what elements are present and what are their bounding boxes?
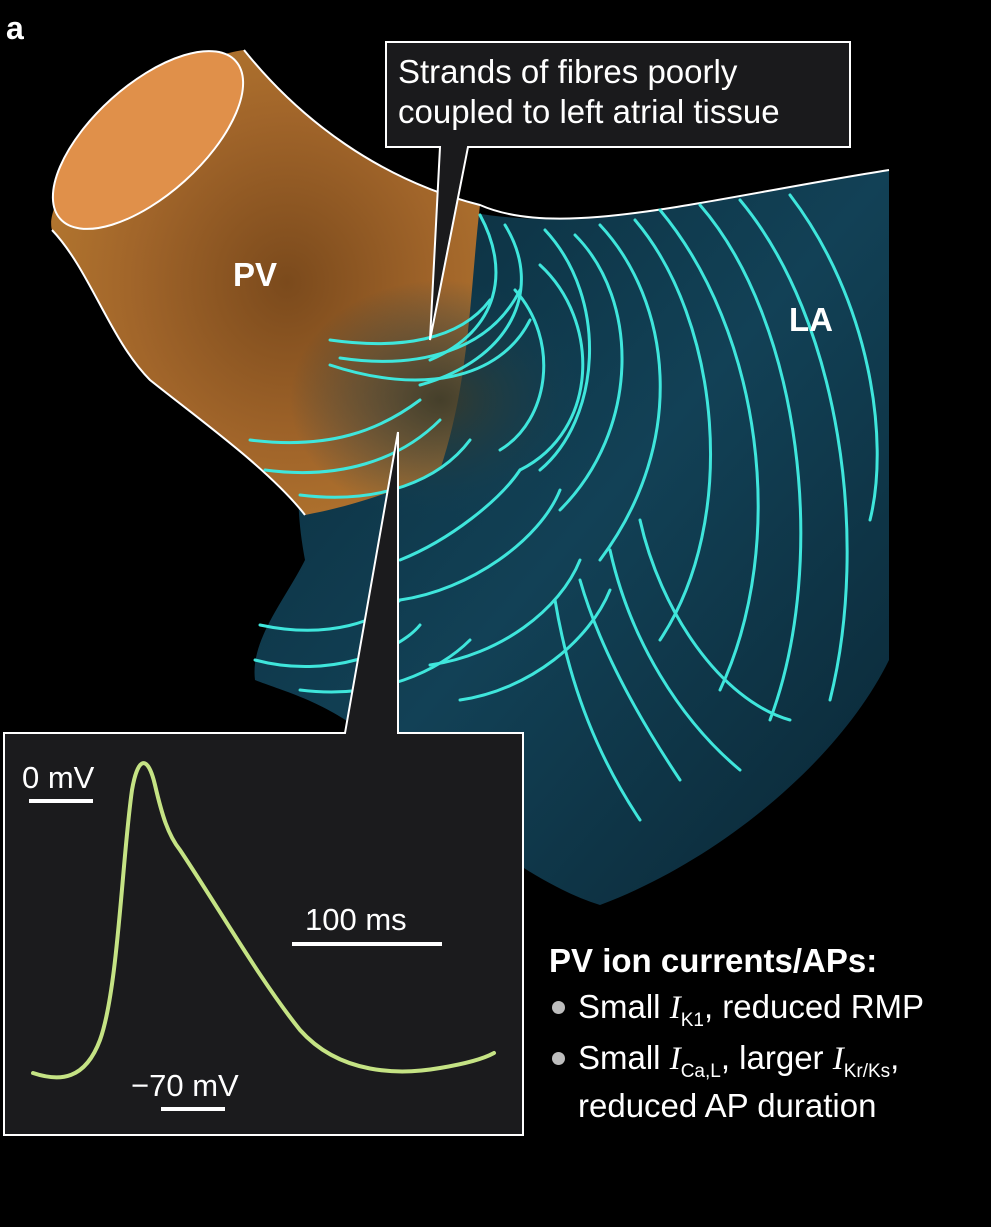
callout-text: Strands of fibres poorly coupled to left… (398, 52, 848, 132)
current-subscript: Kr/Ks (843, 1061, 891, 1082)
panel-label: a (6, 10, 24, 46)
time-scale-label: 100 ms (305, 902, 407, 937)
callout-box (385, 41, 851, 341)
note-bullet-2: Small ICa,L, larger IKr/Ks, reduced AP d… (549, 1033, 924, 1128)
bullet-1-text-end: , reduced RMP (703, 988, 925, 1025)
bullet-dot-icon (552, 1001, 565, 1014)
current-subscript: Ca,L (680, 1061, 721, 1082)
bullet-2-text-mid: , larger (720, 1039, 833, 1076)
note-bullet-1: Small IK1, reduced RMP (549, 982, 924, 1033)
current-symbol: I (669, 1041, 681, 1077)
pv-opening (52, 51, 244, 229)
current-subscript: K1 (680, 1010, 704, 1031)
bullet-2-line-2: reduced AP duration (578, 1087, 877, 1124)
current-symbol: I (832, 1041, 844, 1077)
minus70-mv-label: −70 mV (131, 1068, 239, 1103)
callout-line-1: Strands of fibres poorly (398, 53, 738, 90)
bullet-dot-icon (552, 1052, 565, 1065)
inset-box (3, 431, 524, 1136)
notes-heading: PV ion currents/APs: (549, 942, 878, 979)
fibre-strands (248, 193, 879, 822)
callout-line-2: coupled to left atrial tissue (398, 93, 780, 130)
bullet-2-text: Small (578, 1039, 670, 1076)
ion-current-notes: PV ion currents/APs: Small IK1, reduced … (549, 940, 924, 1128)
la-label: LA (789, 301, 833, 338)
current-symbol: I (669, 990, 681, 1026)
zero-mv-label: 0 mV (22, 760, 95, 795)
pv-label: PV (233, 256, 278, 293)
bullet-1-text: Small (578, 988, 670, 1025)
action-potential-trace (31, 761, 496, 1080)
bullet-2-text-end: , (890, 1039, 900, 1076)
